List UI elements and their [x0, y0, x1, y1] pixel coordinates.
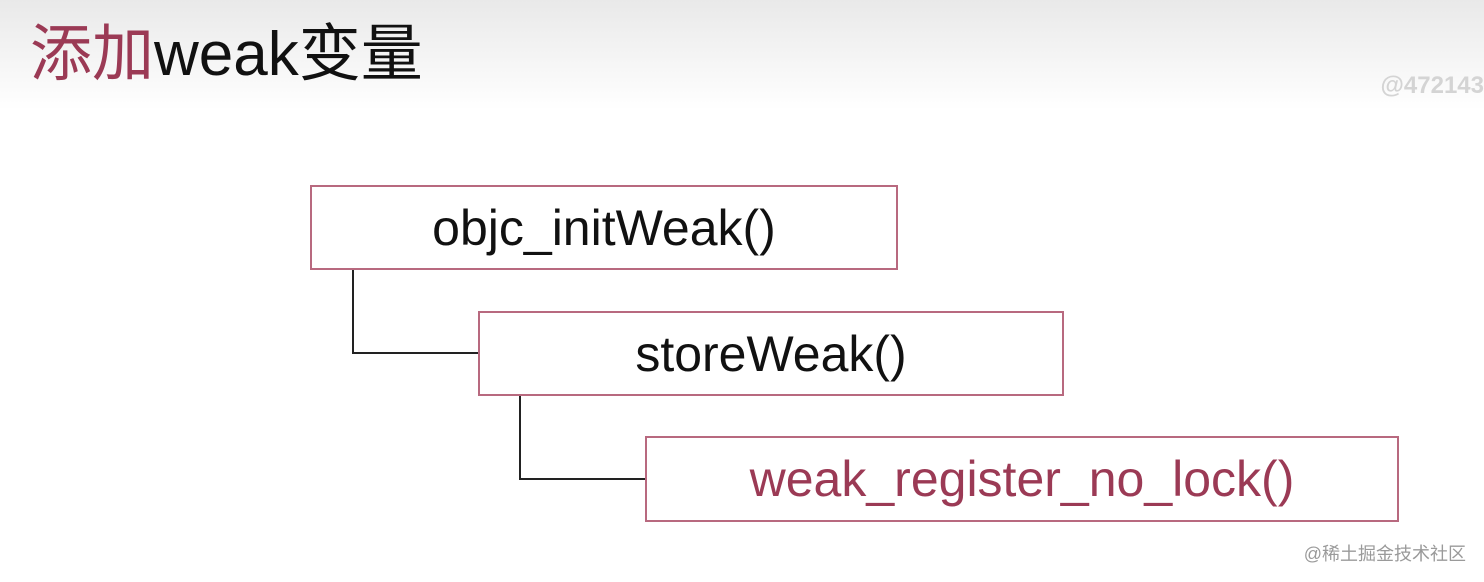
node-objc-initweak-label: objc_initWeak() — [432, 199, 776, 256]
node-storeweak: storeWeak() — [478, 311, 1064, 396]
connector-2-horizontal — [519, 478, 645, 480]
node-weak-register-no-lock-label: weak_register_no_lock() — [749, 451, 1295, 507]
node-weak-register-no-lock: weak_register_no_lock() — [645, 436, 1399, 522]
slide-title-rest: weak变量 — [154, 20, 423, 89]
node-objc-initweak: objc_initWeak() — [310, 185, 898, 270]
slide-title: 添加weak变量 — [30, 14, 423, 96]
slide-title-accent: 添加 — [30, 20, 155, 89]
connector-1-vertical — [352, 270, 354, 354]
watermark-top: @472143 — [1380, 72, 1484, 99]
header-background — [0, 0, 1484, 110]
node-storeweak-label: storeWeak() — [635, 325, 907, 382]
connector-1-horizontal — [352, 352, 478, 354]
watermark-bottom: @稀土掘金技术社区 — [1303, 544, 1466, 564]
connector-2-vertical — [519, 396, 521, 480]
